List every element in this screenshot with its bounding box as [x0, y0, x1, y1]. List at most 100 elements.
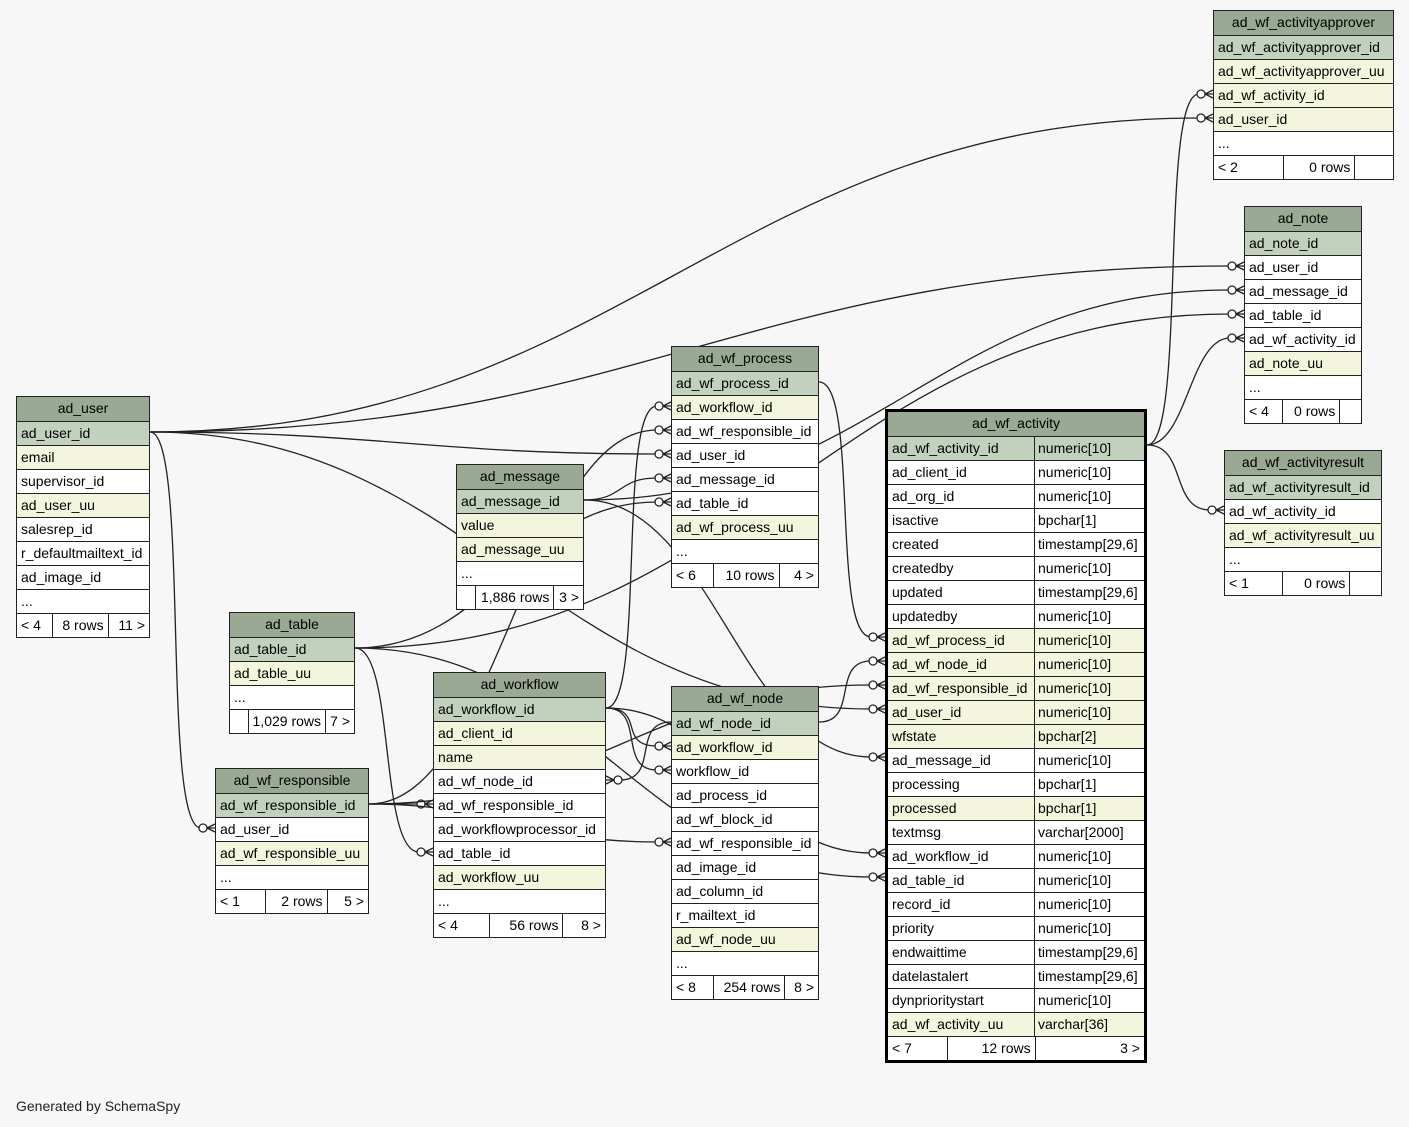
children-count[interactable]: 3 > — [1034, 1037, 1144, 1060]
column-row[interactable]: ad_message_id — [672, 467, 818, 491]
column-row[interactable]: ... — [216, 865, 368, 889]
column-row[interactable]: r_defaultmailtext_id — [17, 541, 149, 565]
column-row[interactable]: ... — [672, 951, 818, 975]
column-row[interactable]: ad_wf_activity_id — [1214, 83, 1393, 107]
children-count[interactable]: 8 > — [562, 914, 605, 937]
parents-count[interactable]: < 6 — [676, 567, 696, 583]
column-row[interactable]: ad_user_id — [216, 817, 368, 841]
column-row[interactable]: ad_table_id — [230, 637, 354, 661]
table-header[interactable]: ad_table — [230, 613, 354, 637]
table-header[interactable]: ad_wf_activityresult — [1225, 451, 1381, 475]
parents-count[interactable]: < 8 — [676, 979, 696, 995]
children-count[interactable] — [1349, 572, 1381, 595]
parents-count[interactable] — [230, 710, 248, 733]
children-count[interactable]: 11 > — [107, 614, 149, 637]
parents-count[interactable]: < 1 — [220, 893, 240, 909]
parents-count[interactable]: < 7 — [892, 1040, 912, 1056]
column-row[interactable]: ad_wf_process_uu — [672, 515, 818, 539]
column-row[interactable]: ad_wf_responsible_id — [672, 831, 818, 855]
column-row[interactable]: ad_wf_activity_id — [1245, 327, 1361, 351]
parents-count[interactable]: < 4 — [1249, 403, 1269, 419]
table-header[interactable]: ad_wf_node — [672, 687, 818, 711]
table-ad-wf-activityresult[interactable]: ad_wf_activityresult ad_wf_activityresult… — [1224, 450, 1382, 596]
column-row[interactable]: ad_table_uu — [230, 661, 354, 685]
column-row[interactable]: supervisor_id — [17, 469, 149, 493]
column-row[interactable]: ad_wf_activityapprover_uu — [1214, 59, 1393, 83]
column-row[interactable]: ... — [1214, 131, 1393, 155]
column-row[interactable]: ad_wf_block_id — [672, 807, 818, 831]
table-header[interactable]: ad_wf_responsible — [216, 769, 368, 793]
column-row[interactable]: ad_user_id — [1214, 107, 1393, 131]
column-row[interactable]: ad_table_id — [672, 491, 818, 515]
column-row[interactable]: email — [17, 445, 149, 469]
column-row[interactable]: ... — [1225, 547, 1381, 571]
column-row[interactable]: ad_workflow_id — [672, 735, 818, 759]
column-row[interactable]: ad_user_id — [17, 421, 149, 445]
children-count[interactable] — [1354, 156, 1393, 179]
column-row[interactable]: ... — [230, 685, 354, 709]
column-row[interactable]: ad_wf_node_id — [434, 769, 605, 793]
column-row[interactable]: ... — [457, 561, 583, 585]
column-row[interactable]: ad_workflow_id — [434, 697, 605, 721]
table-header[interactable]: ad_user — [17, 397, 149, 421]
children-count[interactable]: 4 > — [778, 564, 818, 587]
column-row[interactable]: ad_image_id — [672, 855, 818, 879]
parents-count[interactable]: < 4 — [21, 617, 41, 633]
column-row[interactable]: ad_workflow_id — [672, 395, 818, 419]
column-row[interactable]: workflow_id — [672, 759, 818, 783]
column-row[interactable]: r_mailtext_id — [672, 903, 818, 927]
children-count[interactable]: 8 > — [784, 976, 818, 999]
parents-count[interactable]: < 2 — [1218, 159, 1238, 175]
column-row[interactable]: ad_wf_activityresult_uu — [1225, 523, 1381, 547]
column-row[interactable]: ad_user_id — [1245, 255, 1361, 279]
column-row[interactable]: ad_message_id — [457, 489, 583, 513]
column-row[interactable]: ad_wf_activityapprover_id — [1214, 35, 1393, 59]
column-row[interactable]: ad_wf_activity_id — [1225, 499, 1381, 523]
column-row[interactable]: ad_workflow_uu — [434, 865, 605, 889]
table-header[interactable]: ad_workflow — [434, 673, 605, 697]
column-row[interactable]: ad_user_uu — [17, 493, 149, 517]
table-header[interactable]: ad_message — [457, 465, 583, 489]
column-row[interactable]: ad_wf_responsible_id — [672, 419, 818, 443]
column-row[interactable]: ad_client_id — [434, 721, 605, 745]
column-row[interactable]: ad_wf_responsible_id — [216, 793, 368, 817]
column-row[interactable]: ad_table_id — [434, 841, 605, 865]
children-count[interactable]: 3 > — [553, 586, 583, 609]
column-row[interactable]: ad_wf_node_id — [672, 711, 818, 735]
column-row[interactable]: ad_user_id — [672, 443, 818, 467]
column-row[interactable]: ... — [434, 889, 605, 913]
column-row[interactable]: name — [434, 745, 605, 769]
column-row[interactable]: ad_wf_responsible_id — [434, 793, 605, 817]
table-header[interactable]: ad_note — [1245, 207, 1361, 231]
